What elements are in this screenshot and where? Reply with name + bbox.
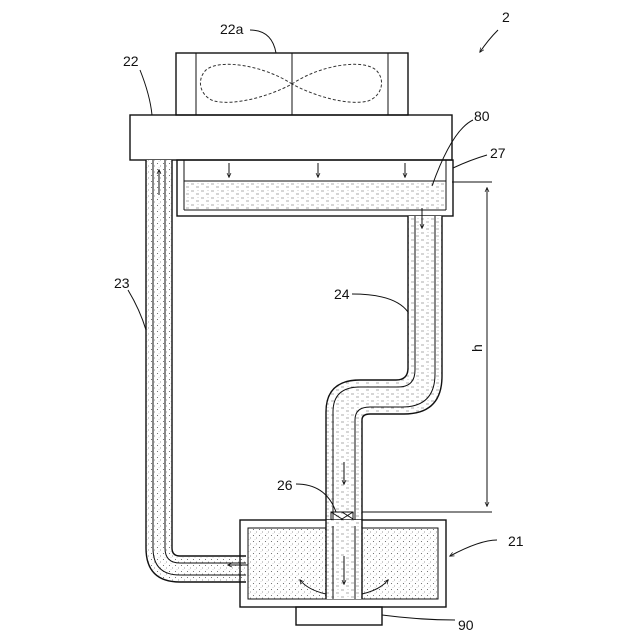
label-coolant: 80 xyxy=(474,108,490,124)
label-tank: 27 xyxy=(490,145,506,161)
label-pump: 21 xyxy=(508,533,524,549)
label-heat-source: 90 xyxy=(458,617,474,633)
heat-source xyxy=(296,607,382,625)
supply-pipe xyxy=(146,160,246,582)
label-radiator: 22 xyxy=(123,53,139,69)
label-height: h xyxy=(469,344,485,352)
label-return-pipe: 24 xyxy=(334,286,350,302)
label-fan: 22a xyxy=(220,21,244,37)
pump xyxy=(228,520,446,607)
return-pipe xyxy=(326,208,442,520)
label-constriction: 26 xyxy=(277,477,293,493)
tank xyxy=(177,160,453,216)
label-supply-pipe: 23 xyxy=(114,275,130,291)
fan xyxy=(176,53,408,115)
label-figure: 2 xyxy=(502,9,510,25)
radiator xyxy=(130,115,452,160)
